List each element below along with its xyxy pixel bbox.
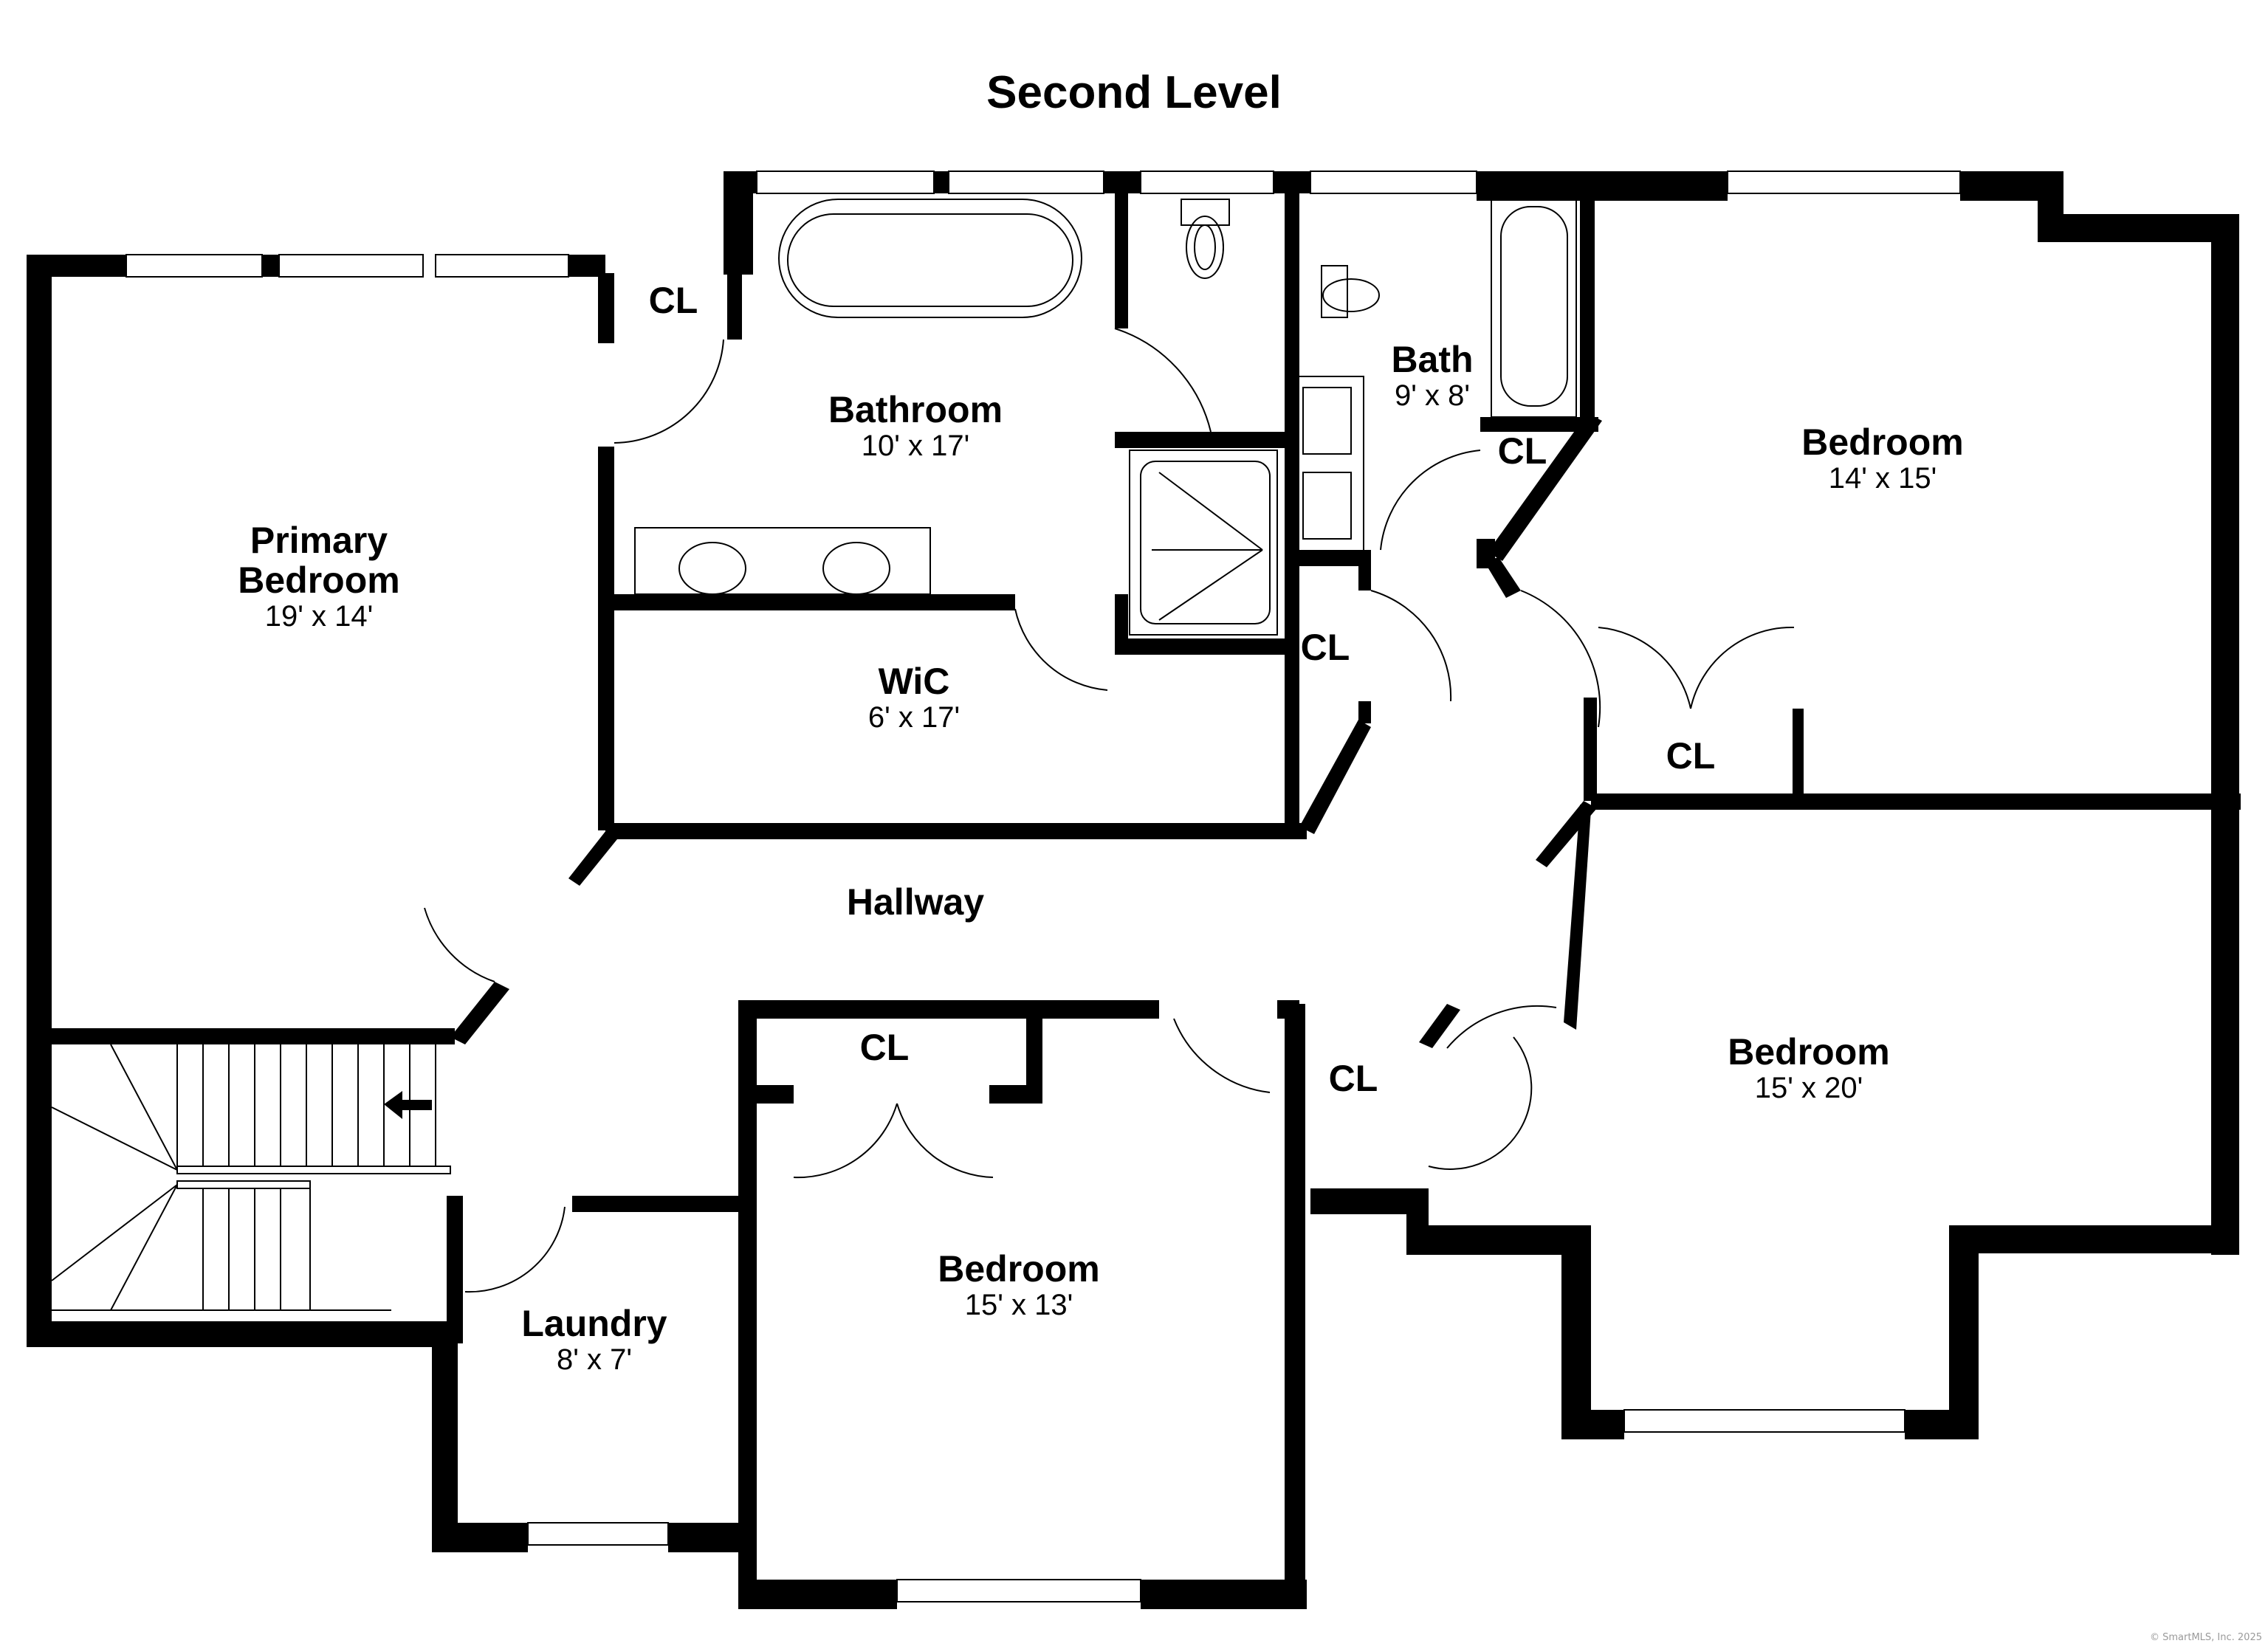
room-dimensions: 9' x 8' xyxy=(1394,379,1470,412)
room-wic: WiC 6' x 17' xyxy=(868,661,960,734)
closet-label: CL xyxy=(648,280,698,321)
room-dimensions: 6' x 17' xyxy=(867,701,961,734)
room-bathroom: Bathroom 10' x 17' xyxy=(828,390,1003,462)
room-hallway: Hallway xyxy=(847,882,984,922)
room-dimensions: 15' x 13' xyxy=(964,1289,1073,1321)
tub xyxy=(1491,199,1577,418)
closet-label: CL xyxy=(1328,1058,1378,1099)
room-name: Laundry xyxy=(521,1303,667,1344)
copyright-notice: © SmartMLS, Inc. 2025 xyxy=(2149,1632,2262,1643)
room-name: Bedroom xyxy=(1801,421,1964,463)
room-name: Hallway xyxy=(846,881,985,923)
room-dimensions: 8' x 7' xyxy=(557,1343,632,1376)
room-dimensions: 10' x 17' xyxy=(861,430,970,462)
room-bedroom-ne: Bedroom 14' x 15' xyxy=(1801,422,1963,495)
room-laundry: Laundry 8' x 7' xyxy=(521,1304,667,1376)
room-name: Bedroom xyxy=(938,1248,1100,1290)
room-dimensions: 14' x 15' xyxy=(1828,462,1937,495)
walls xyxy=(27,171,2241,1609)
bath-vanity xyxy=(1296,376,1364,554)
closet-label: CL xyxy=(1666,735,1716,777)
fixtures xyxy=(51,199,1795,1311)
staircase xyxy=(51,1044,451,1311)
page-title: Second Level xyxy=(986,67,1282,118)
shower xyxy=(1129,450,1278,636)
closet-label: CL xyxy=(1300,627,1350,668)
closet-label: CL xyxy=(859,1027,910,1068)
room-name: WiC xyxy=(878,661,950,702)
windows xyxy=(126,171,1961,1602)
arrow-left-icon xyxy=(384,1091,432,1119)
bathtub-oval xyxy=(778,199,1082,318)
closet-label: CL xyxy=(1497,430,1547,472)
room-name: Bedroom xyxy=(1728,1031,1890,1073)
room-name: Bathroom xyxy=(828,389,1003,430)
room-name: Bedroom xyxy=(238,560,400,601)
toilet-2 xyxy=(1322,278,1380,312)
room-name: Primary xyxy=(250,520,388,561)
room-primary-bedroom: Primary Bedroom 19' x 14' xyxy=(238,520,399,633)
room-bedroom-se: Bedroom 15' x 20' xyxy=(1728,1032,1889,1104)
double-vanity xyxy=(634,527,931,595)
room-bath: Bath 9' x 8' xyxy=(1391,340,1473,412)
room-name: Bath xyxy=(1391,339,1474,380)
room-bedroom-s: Bedroom 15' x 13' xyxy=(938,1249,1099,1321)
room-dimensions: 19' x 14' xyxy=(264,600,374,633)
toilet xyxy=(1186,216,1224,279)
room-dimensions: 15' x 20' xyxy=(1754,1072,1863,1104)
